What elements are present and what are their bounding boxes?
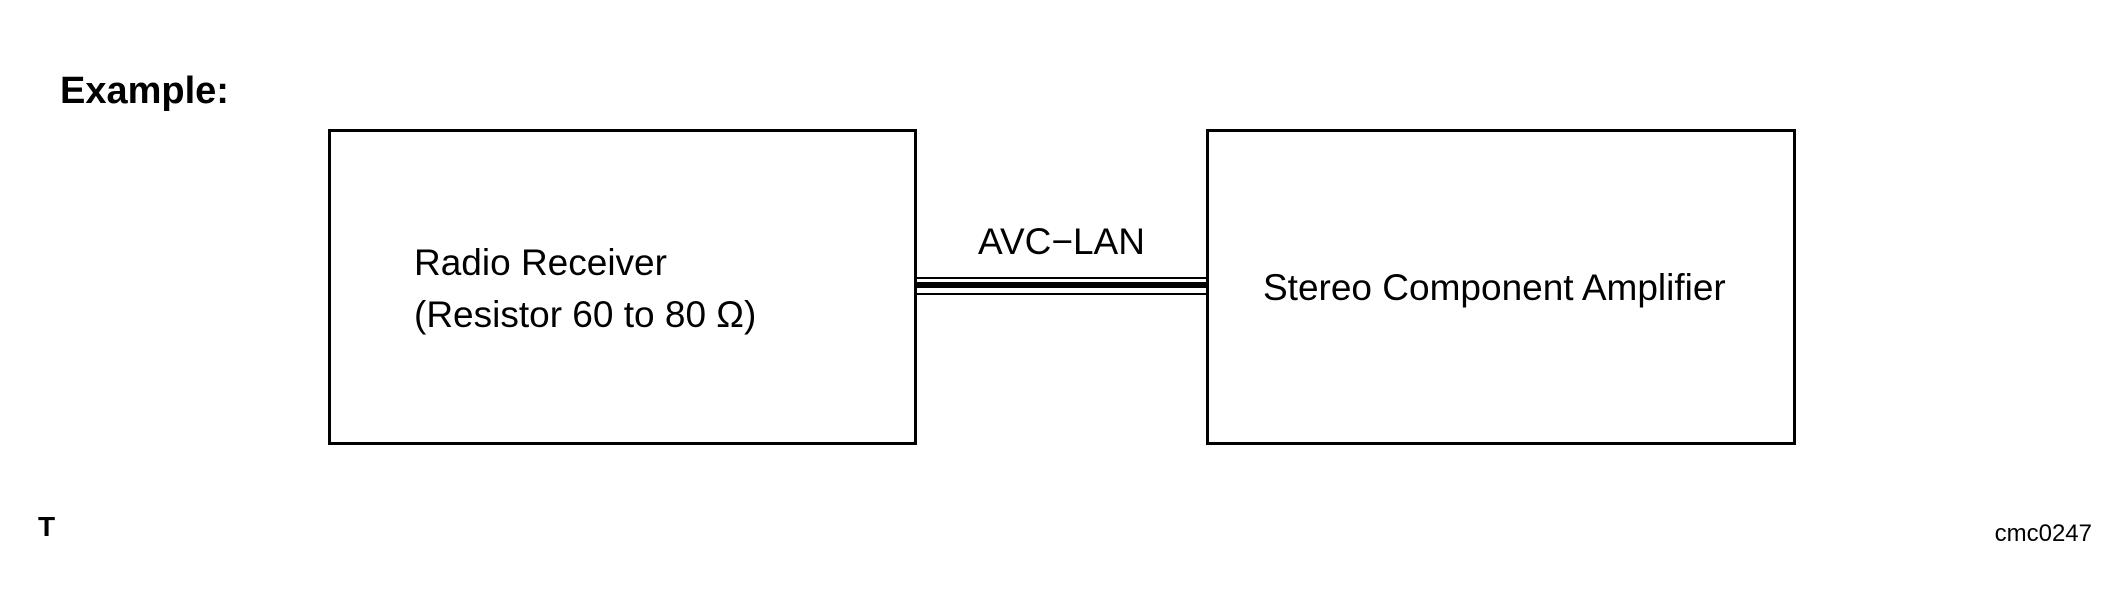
stereo-amplifier-box: Stereo Component Amplifier [1206,129,1796,445]
radio-receiver-resistor: (Resistor 60 to 80 Ω) [414,294,757,335]
avc-lan-label: AVC−LAN [978,221,1145,262]
figure-id: cmc0247 [1994,520,2092,547]
avc-lan-bus [917,277,1206,295]
radio-receiver-box: Radio Receiver (Resistor 60 to 80 Ω) [328,129,917,445]
corner-mark: T [38,511,56,542]
radio-receiver-name: Radio Receiver [414,242,667,283]
stereo-amplifier-label: Stereo Component Amplifier [1263,267,1726,308]
diagram-heading: Example: [60,70,229,112]
radio-receiver-label: Radio Receiver (Resistor 60 to 80 Ω) [414,237,756,341]
